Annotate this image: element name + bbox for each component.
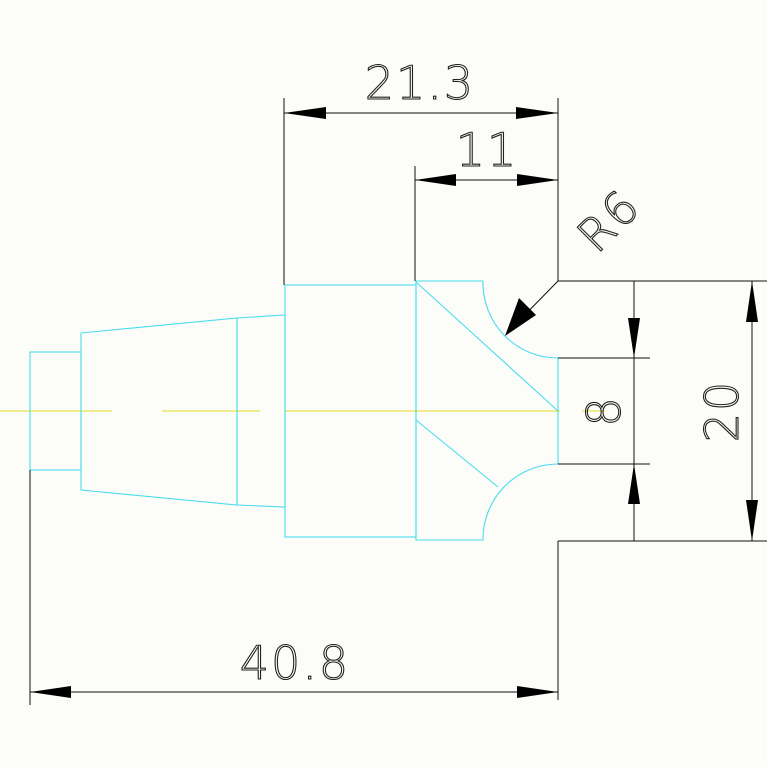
arrowheads	[30, 107, 758, 698]
part-outline	[29, 280, 559, 541]
dimension-21-3: 21.3	[365, 56, 475, 110]
dimension-20: 20	[695, 380, 749, 443]
dimension-r6: R6	[567, 179, 651, 263]
dimension-8: 8	[577, 395, 631, 426]
dimension-lines	[29, 98, 767, 705]
dimension-11: 11	[456, 123, 519, 177]
dimension-40-8: 40.8	[240, 636, 350, 690]
